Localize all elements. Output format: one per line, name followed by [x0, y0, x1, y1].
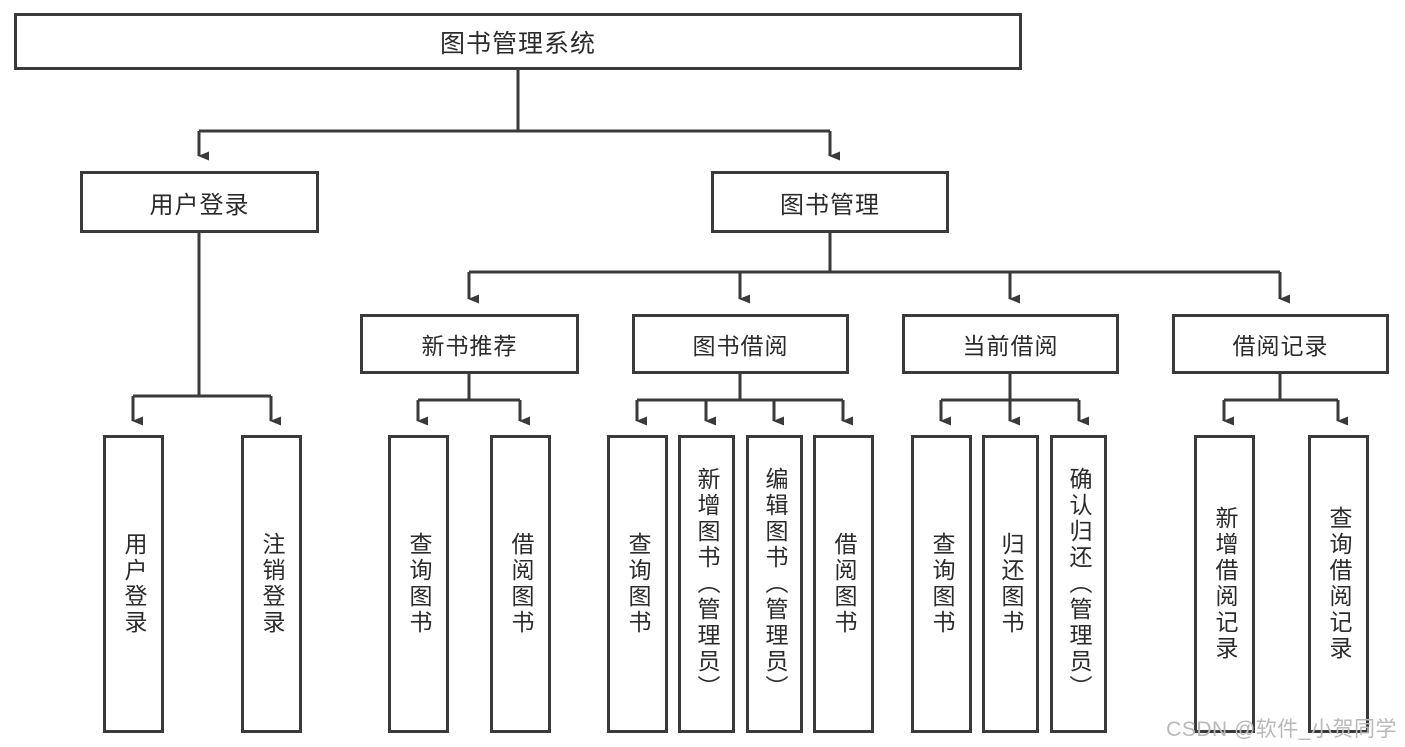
- leaf-new-book-query[interactable]: 查询图书: [388, 435, 449, 733]
- node-user-login[interactable]: 用户登录: [80, 171, 319, 233]
- leaf-current-borrow-confirm[interactable]: 确认归还（管理员）: [1050, 435, 1107, 733]
- node-current-borrow[interactable]: 当前借阅: [902, 314, 1119, 374]
- leaf-current-borrow-return-label: 归还图书: [998, 532, 1024, 636]
- leaf-borrow-record-query-label: 查询借阅记录: [1326, 506, 1352, 662]
- leaf-current-borrow-query[interactable]: 查询图书: [911, 435, 972, 733]
- leaf-new-book-borrow[interactable]: 借阅图书: [490, 435, 551, 733]
- leaf-current-borrow-query-label: 查询图书: [929, 532, 955, 636]
- node-borrow-record-label: 借阅记录: [1232, 333, 1329, 359]
- leaf-borrow-record-add[interactable]: 新增借阅记录: [1194, 435, 1255, 733]
- leaf-book-borrow-add-label: 新增图书（管理员）: [694, 467, 720, 701]
- leaf-book-borrow-borrow[interactable]: 借阅图书: [813, 435, 874, 733]
- leaf-new-book-query-label: 查询图书: [406, 532, 432, 636]
- leaf-user-login-logout-label: 注销登录: [259, 532, 285, 636]
- node-book-management[interactable]: 图书管理: [711, 171, 949, 233]
- leaf-current-borrow-confirm-label: 确认归还（管理员）: [1066, 467, 1092, 701]
- node-book-borrow-label: 图书借阅: [692, 333, 789, 359]
- node-book-management-label: 图书管理: [780, 191, 880, 219]
- leaf-user-login-login-label: 用户登录: [121, 532, 147, 636]
- leaf-book-borrow-query[interactable]: 查询图书: [607, 435, 668, 733]
- node-user-login-label: 用户登录: [149, 191, 250, 219]
- node-root-system-label: 图书管理系统: [439, 29, 596, 58]
- node-root-system[interactable]: 图书管理系统: [14, 13, 1022, 70]
- leaf-new-book-borrow-label: 借阅图书: [508, 532, 534, 636]
- leaf-current-borrow-return[interactable]: 归还图书: [982, 435, 1039, 733]
- leaf-book-borrow-borrow-label: 借阅图书: [831, 532, 857, 636]
- leaf-user-login-logout[interactable]: 注销登录: [241, 435, 302, 733]
- leaf-book-borrow-edit-label: 编辑图书（管理员）: [762, 467, 788, 701]
- watermark-text: CSDN @软件_小贺同学: [1166, 718, 1397, 741]
- node-borrow-record[interactable]: 借阅记录: [1172, 314, 1389, 374]
- node-new-book-recommend[interactable]: 新书推荐: [360, 314, 579, 374]
- leaf-book-borrow-edit[interactable]: 编辑图书（管理员）: [746, 435, 803, 733]
- node-current-borrow-label: 当前借阅: [962, 333, 1059, 359]
- leaf-user-login-login[interactable]: 用户登录: [103, 435, 164, 733]
- leaf-book-borrow-query-label: 查询图书: [625, 532, 651, 636]
- leaf-borrow-record-query[interactable]: 查询借阅记录: [1308, 435, 1369, 733]
- leaf-borrow-record-add-label: 新增借阅记录: [1212, 506, 1238, 662]
- leaf-book-borrow-add[interactable]: 新增图书（管理员）: [678, 435, 735, 733]
- node-book-borrow[interactable]: 图书借阅: [632, 314, 849, 374]
- node-new-book-recommend-label: 新书推荐: [421, 333, 518, 359]
